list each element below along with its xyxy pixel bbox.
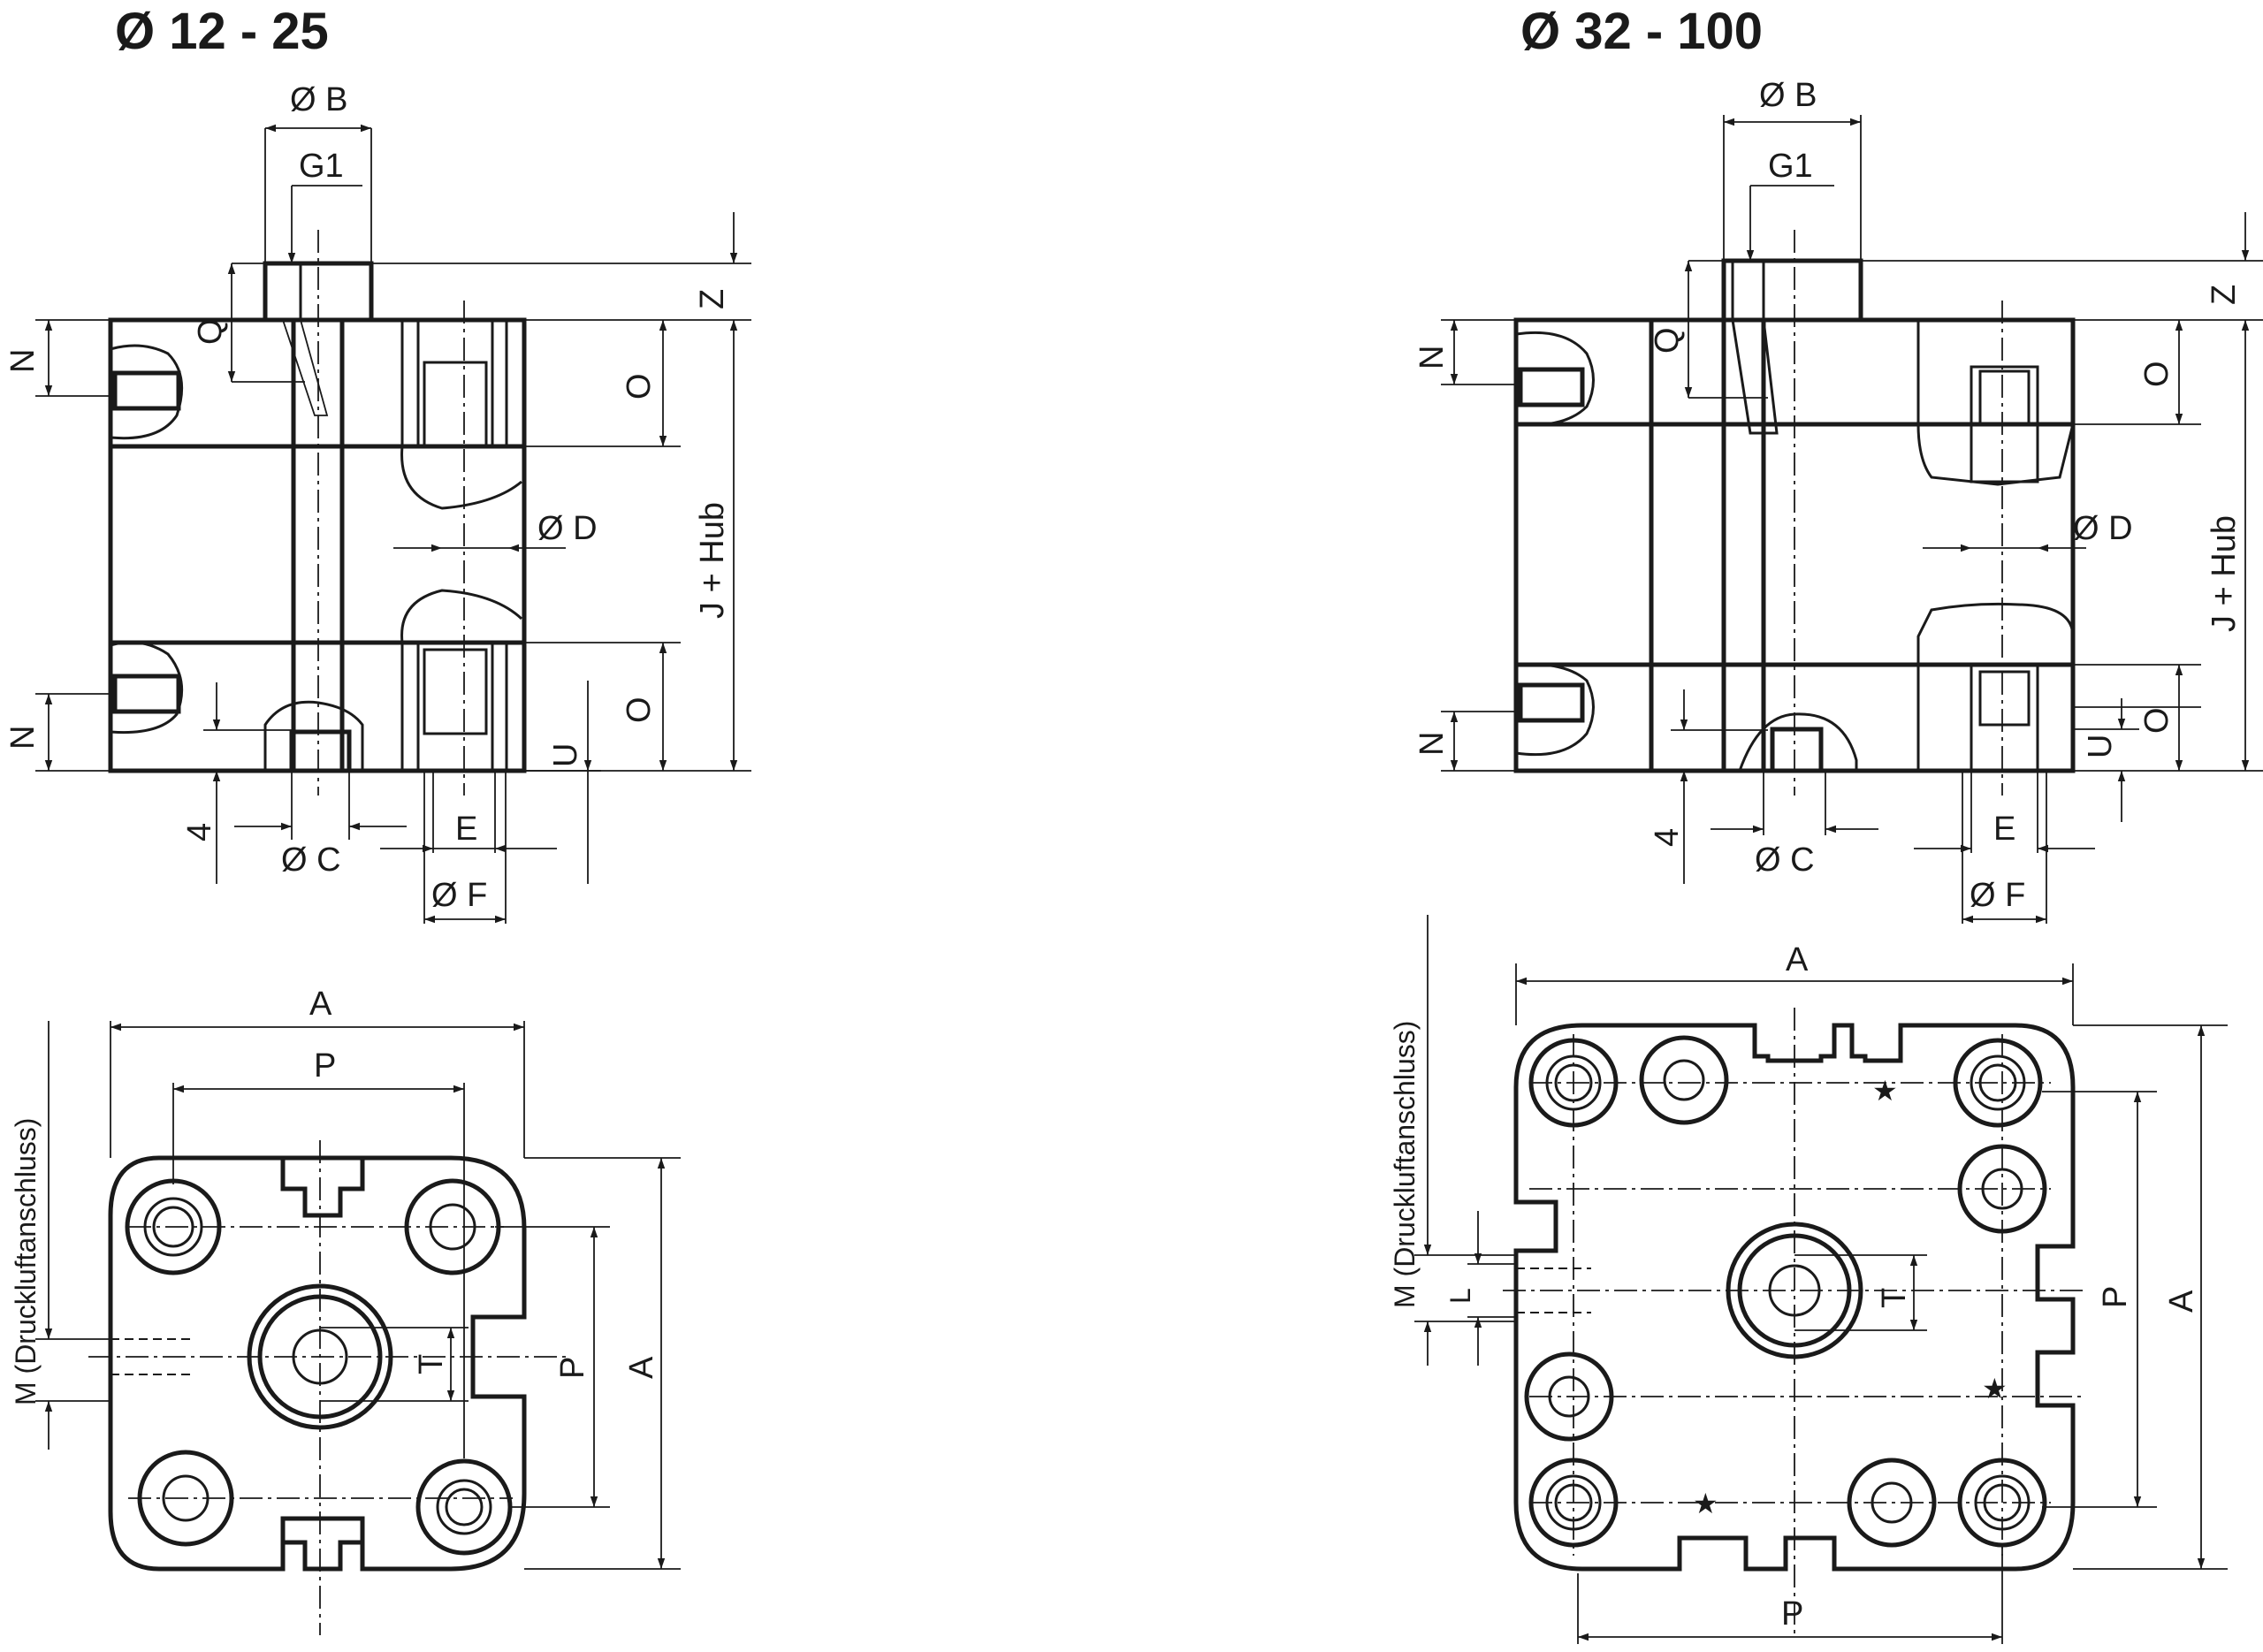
label-dia-c-left: Ø C <box>281 841 341 879</box>
label-j-hub-left: J + Hub <box>694 502 731 619</box>
label-g1-left: G1 <box>299 148 344 185</box>
label-dia-b-left: Ø B <box>290 81 347 118</box>
label-dia-f-right: Ø F <box>1970 877 2025 914</box>
label-u-left: U <box>547 743 584 767</box>
label-n-right-bottom: N <box>1413 732 1451 756</box>
label-a-left-side: A <box>623 1356 660 1379</box>
label-dia-f-left: Ø F <box>431 877 487 914</box>
star-marker-top: ★ <box>1872 1075 1898 1107</box>
label-4-left: 4 <box>181 823 218 841</box>
label-dia-d-right: Ø D <box>2073 510 2133 547</box>
label-dia-b-right: Ø B <box>1759 77 1817 114</box>
star-marker-right: ★ <box>1982 1373 2008 1405</box>
label-a-left-top: A <box>309 986 332 1023</box>
label-n-left-bottom: N <box>4 726 42 750</box>
label-u-right: U <box>2082 735 2119 758</box>
label-n-right-top: N <box>1413 346 1451 369</box>
label-z-left: Z <box>694 289 731 309</box>
star-marker-bottom: ★ <box>1693 1488 1718 1519</box>
label-o-left-top: O <box>621 373 658 400</box>
label-dia-d-left: Ø D <box>537 510 598 547</box>
label-e-right: E <box>1993 811 2015 848</box>
label-z-right: Z <box>2206 285 2243 305</box>
label-dia-c-right: Ø C <box>1755 841 1815 879</box>
left-side-view <box>35 124 751 924</box>
title-right: Ø 32 - 100 <box>1520 3 1763 60</box>
label-a-right-top: A <box>1786 941 1809 978</box>
label-j-hub-right: J + Hub <box>2206 515 2243 632</box>
label-p-left-top: P <box>314 1047 336 1085</box>
label-l-right: L <box>1444 1288 1476 1304</box>
label-m-right: M (Druckluftanschluss) <box>1389 1021 1421 1308</box>
right-front-view <box>1414 915 2228 1644</box>
label-4-right: 4 <box>1649 828 1686 847</box>
left-front-view <box>35 1021 681 1635</box>
title-left: Ø 12 - 25 <box>115 3 329 60</box>
label-p-left-side: P <box>554 1357 591 1379</box>
label-q-left: Q <box>192 318 229 345</box>
label-q-right: Q <box>1649 327 1686 354</box>
label-o-left-bottom: O <box>621 697 658 723</box>
label-t-left: T <box>413 1354 450 1374</box>
label-t-right: T <box>1876 1288 1913 1308</box>
label-a-right-side: A <box>2163 1290 2200 1313</box>
label-o-right-top: O <box>2138 361 2175 387</box>
label-p-right-bottom: P <box>1781 1595 1803 1633</box>
label-o-right-bottom: O <box>2138 707 2175 734</box>
right-side-view <box>1441 115 2263 924</box>
label-e-left: E <box>455 811 477 848</box>
label-m-left: M (Druckluftanschluss) <box>10 1118 42 1405</box>
label-p-right-side: P <box>2097 1286 2134 1308</box>
label-g1-right: G1 <box>1768 148 1813 185</box>
label-n-left-top: N <box>4 349 42 373</box>
